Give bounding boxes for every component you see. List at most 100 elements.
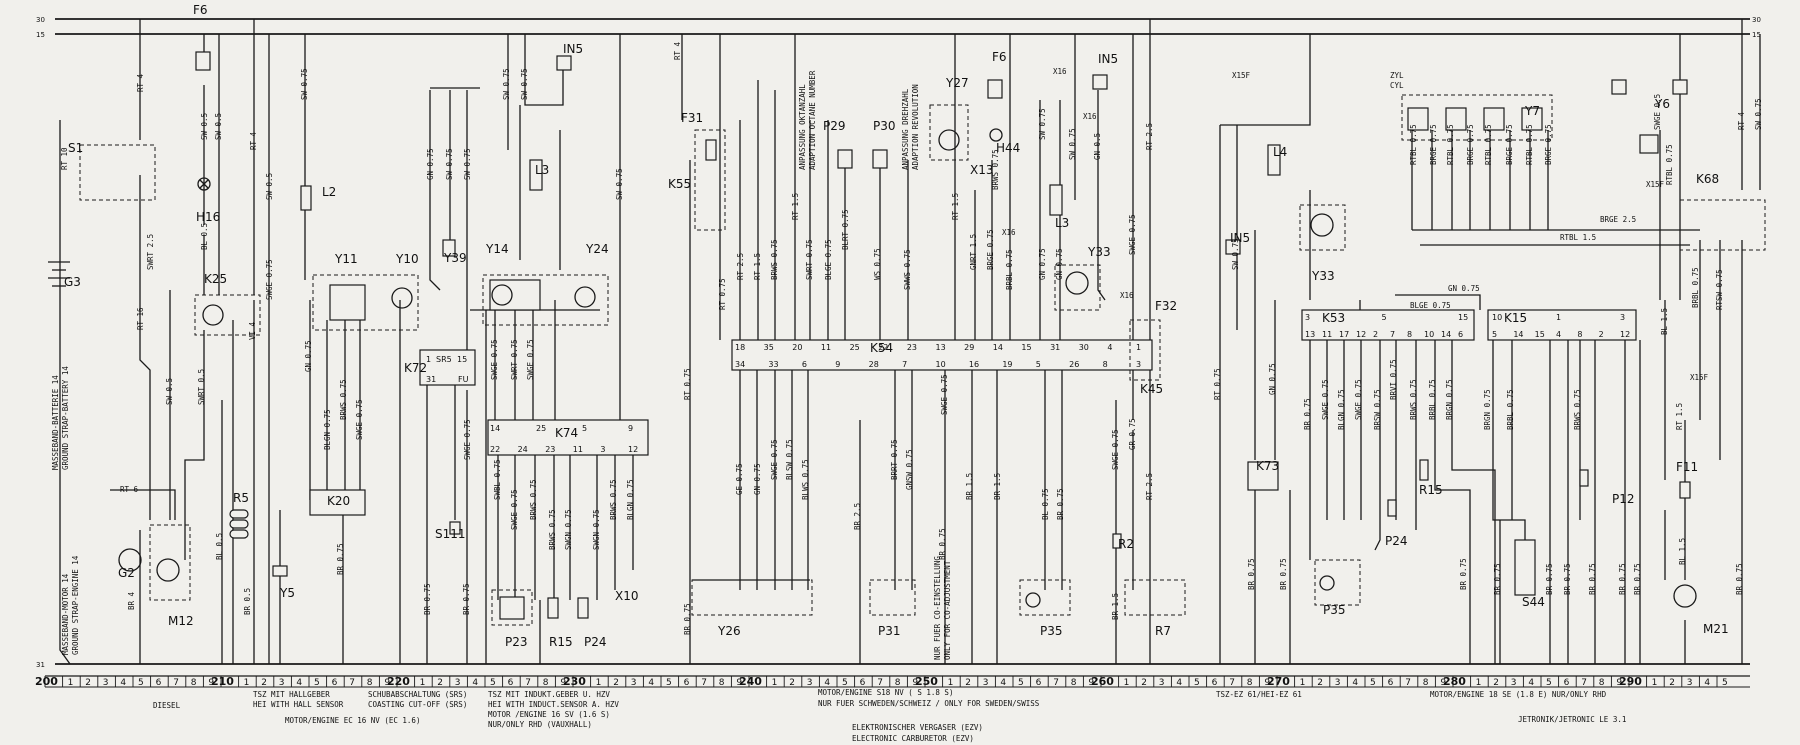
wire-label: SW 0.75 (615, 168, 624, 200)
component-label: Y24 (585, 242, 609, 256)
wire-label: BR 0.75 (423, 583, 432, 615)
scale-minor: 5 (1018, 678, 1024, 688)
m12-starter (156, 558, 180, 582)
section-caption: MOTOR/ENGINE S18 NV ( S 1.8 S) (818, 688, 953, 697)
wire-label: RT 6 (120, 485, 139, 494)
scale-minor: 9 (560, 678, 566, 688)
scale-minor: 3 (1159, 678, 1165, 688)
l2-coil (300, 185, 312, 211)
scale-major: 210 (211, 675, 234, 688)
scale-minor: 2 (261, 678, 267, 688)
wire-label: GN 0.75 (1268, 363, 1277, 395)
wire-label: BLWS 0.75 (801, 459, 810, 500)
pin-number: 31 (1050, 343, 1060, 352)
wire-label: BRGE 0.75 (1505, 124, 1514, 165)
scale-minor: 4 (472, 678, 478, 688)
wire-label: SWGE 0.5 (1653, 94, 1662, 130)
wire-label: BLGN 0.75 (323, 409, 332, 450)
pin-number: 2 (1599, 330, 1604, 339)
wire-label: BR 0.5 (243, 588, 252, 615)
wire-label: GR 0.75 (1128, 418, 1137, 450)
wire-label: BRVI 0.75 (1389, 359, 1398, 400)
component-label: K68 (1696, 172, 1719, 186)
annotation-text: ADAPTION REVOLUTION (911, 84, 920, 170)
wire-label: BRBL 0.75 (1428, 379, 1437, 420)
p12-sensor (1579, 469, 1589, 487)
wire-label: BR 0.75 (1459, 558, 1468, 590)
power-rails: 30 15 31 30 15 (36, 16, 1761, 669)
pin-number: 30 (1079, 343, 1089, 352)
component-label: K55 (668, 177, 691, 191)
component-label: K72 (404, 361, 427, 375)
scale-minor: 9 (1264, 678, 1270, 688)
component-label: Y26 (717, 624, 741, 638)
scale-minor: 7 (1053, 678, 1059, 688)
wire-label: BLGE 0.75 (1410, 301, 1451, 310)
wire-label: X16 (1083, 112, 1097, 121)
component-label: H16 (196, 210, 220, 224)
scale-minor: 7 (1581, 678, 1587, 688)
component-label: K25 (204, 272, 227, 286)
pin-number: 23 (907, 343, 917, 352)
component-label: P12 (1612, 492, 1635, 506)
pin-number: 20 (792, 343, 802, 352)
wire-label: BR 2.5 (853, 503, 862, 530)
wire-label: RT 4 (673, 41, 682, 60)
component-label: Y14 (485, 242, 509, 256)
wire-label: BR 0.75 (938, 528, 947, 560)
wire-label: SWGE 0.75 (526, 339, 535, 380)
scale-minor: 6 (1388, 678, 1394, 688)
l4-coil (1267, 144, 1281, 176)
p29-sensor (837, 149, 853, 169)
scale-major: 280 (1443, 675, 1466, 688)
wire-label: GN 0.75 (304, 340, 313, 372)
wire-label: SWRT 0.5 (197, 369, 206, 405)
wires-right (1219, 19, 1761, 664)
wire-label: GNRT 1.5 (969, 234, 978, 270)
s111-switch (449, 521, 461, 535)
component-label: X10 (615, 589, 639, 603)
wire-label: BR 0.75 (1493, 563, 1502, 595)
wire-label: SWGE 0.75 (1128, 214, 1137, 255)
wire-label: BL 0.5 (200, 223, 209, 250)
pin-number: 5 (582, 424, 587, 433)
component-label: K53 (1322, 311, 1345, 325)
scale-minor: 2 (965, 678, 971, 688)
wire-label: BR 0.75 (462, 583, 471, 615)
component-label: M21 (1703, 622, 1729, 636)
component-label: Y7 (1524, 104, 1540, 118)
wire-label: BRGE 0.75 (986, 229, 995, 270)
pin-number: 14 (1441, 330, 1451, 339)
component-label: P35 (1323, 603, 1346, 617)
scale-minor: 5 (314, 678, 320, 688)
pin-number: 5 (1492, 330, 1497, 339)
wire-label: RT 2.5 (1145, 473, 1154, 500)
component-label: Y33 (1311, 269, 1335, 283)
scale-minor: 6 (1564, 678, 1570, 688)
section-caption: MOTOR /ENGINE 16 SV (1.6 S) (488, 710, 610, 719)
wire-label: GN 0.75 (753, 463, 762, 495)
pin-number: 18 (735, 343, 745, 352)
scale-minor: 1 (1476, 678, 1482, 688)
wire-label: BRWS 0.75 (1573, 389, 1582, 430)
pin-number: 8 (1407, 330, 1412, 339)
p24-sensor-2 (1387, 499, 1397, 517)
f11-fuse (1679, 481, 1691, 499)
scale-minor: 8 (543, 678, 549, 688)
component-label: Y33 (1087, 245, 1111, 259)
pin-number: 25 (850, 343, 860, 352)
component-label: P31 (878, 624, 901, 638)
rail-15-label-right: 15 (1752, 31, 1761, 39)
wire-label: SWWS 0.75 (903, 249, 912, 290)
scale-minor: 7 (173, 678, 179, 688)
wire-label: SWRT 2.5 (146, 234, 155, 270)
scale-minor: 3 (103, 678, 109, 688)
pin-number: 5 (1382, 313, 1387, 322)
wire-label: BRSW 0.75 (1373, 389, 1382, 430)
br-block-2 (1672, 79, 1688, 95)
wire-label: BRGE 0.75 (1429, 124, 1438, 165)
svg-text:SR5: SR5 (436, 355, 452, 364)
component-label: S111 (435, 527, 466, 541)
pin-number: 24 (518, 445, 528, 454)
section-caption: COASTING CUT-OFF (SRS) (368, 700, 467, 709)
